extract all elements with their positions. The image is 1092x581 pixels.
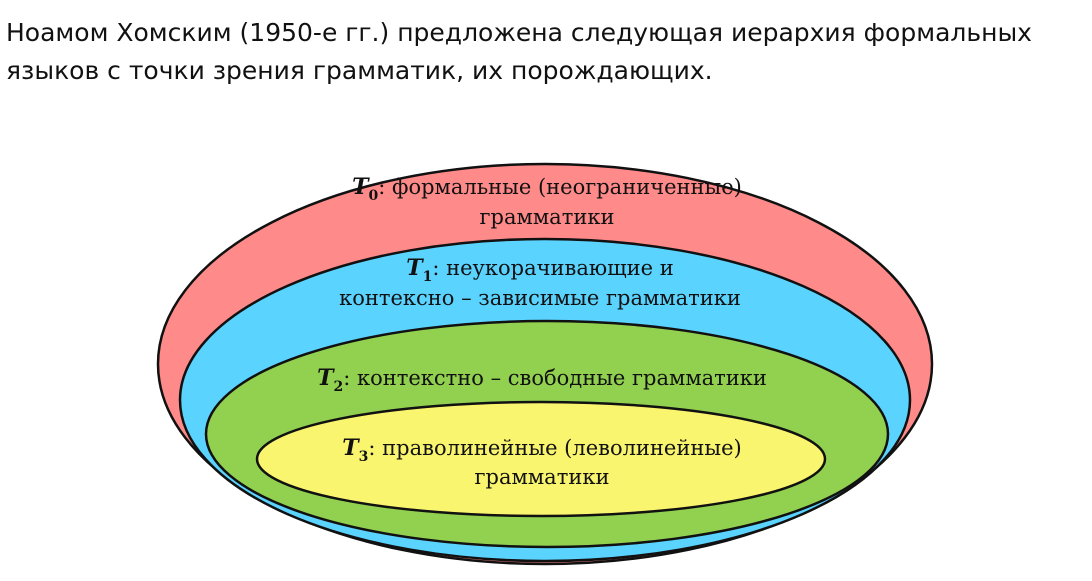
t3-text-1: : праволинейные (леволинейные)	[368, 436, 741, 460]
t3-subscript: 3	[359, 449, 369, 465]
t1-subscript: 1	[423, 269, 433, 285]
t3-symbol: T	[342, 435, 360, 461]
t0-subscript: 0	[369, 188, 379, 204]
t0-label-line2: грамматики	[480, 205, 615, 229]
t2-label-line1: T2: контекстно – свободные грамматики	[317, 365, 767, 395]
t1-text-1: : неукорачивающие и	[432, 256, 673, 280]
t0-text-1: : формальные (неограниченные)	[378, 175, 742, 199]
t2-text-1: : контекстно – свободные грамматики	[343, 366, 767, 390]
intro-text: Ноамом Хомским (1950-е гг.) предложена с…	[6, 14, 1086, 90]
t0-label-line1: T0: формальные (неограниченные)	[352, 174, 742, 204]
intro-line-2: языков с точки зрения грамматик, их поро…	[6, 56, 713, 85]
t1-label-line1: T1: неукорачивающие и	[406, 255, 674, 285]
t1-symbol: T	[406, 255, 424, 281]
t0-symbol: T	[352, 174, 370, 200]
ellipse-t3	[255, 400, 827, 518]
t1-label-line2: контексно – зависимые грамматики	[339, 286, 741, 310]
t2-subscript: 2	[333, 379, 343, 395]
t2-symbol: T	[317, 365, 335, 391]
t3-label-line1: T3: праволинейные (леволинейные)	[342, 435, 741, 465]
t3-label-line2: грамматики	[475, 465, 610, 489]
intro-line-1: Ноамом Хомским (1950-е гг.) предложена с…	[6, 18, 1032, 47]
